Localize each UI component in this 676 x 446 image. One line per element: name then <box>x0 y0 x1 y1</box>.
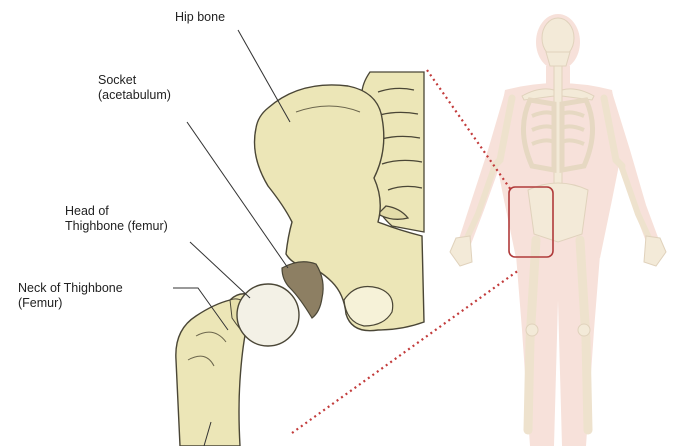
socket-label-line1: Socket <box>98 73 171 88</box>
skeleton-bones <box>450 18 666 430</box>
hip-bone-label: Hip bone <box>175 10 225 25</box>
femoral-neck-label-line2: (Femur) <box>18 296 123 311</box>
hip-bone-label-text: Hip bone <box>175 10 225 24</box>
socket-label-line2: (acetabulum) <box>98 88 171 103</box>
femoral-head-label-line1: Head of <box>65 204 168 219</box>
femoral-head <box>237 284 299 346</box>
hip-bone-leader <box>238 30 290 122</box>
full-body-skeleton <box>450 14 666 446</box>
femoral-neck-label-line1: Neck of Thighbone <box>18 281 123 296</box>
femoral-head-label: Head of Thighbone (femur) <box>65 204 168 234</box>
femoral-head-label-line2: Thighbone (femur) <box>65 219 168 234</box>
zoomed-hip-joint <box>176 72 424 446</box>
femoral-neck-label: Neck of Thighbone (Femur) <box>18 281 123 311</box>
socket-label: Socket (acetabulum) <box>98 73 171 103</box>
